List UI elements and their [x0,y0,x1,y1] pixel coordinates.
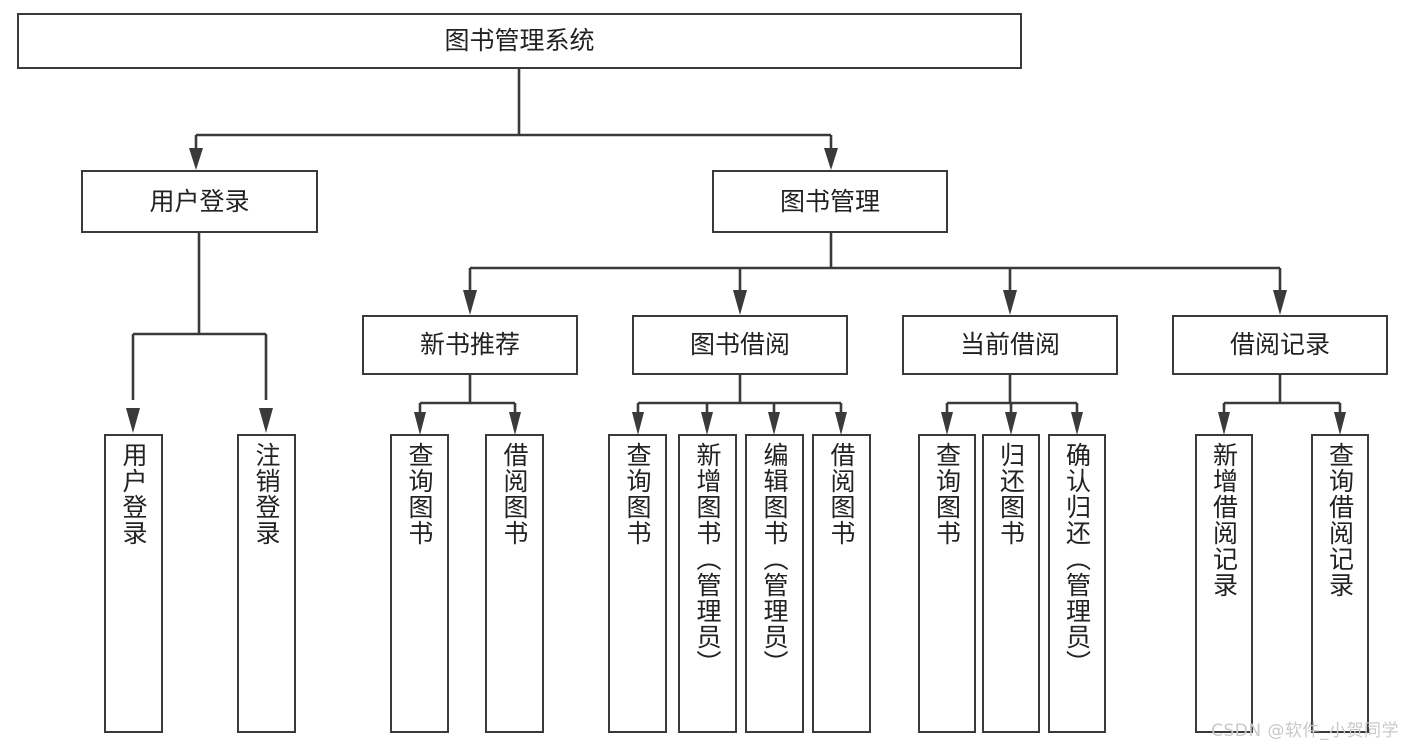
node-book-management[interactable]: 图书管理 [712,170,948,233]
leaf-current-borrow-confirm[interactable]: 确认归还（管理员） [1048,434,1106,733]
leaf-borrow-book-edit[interactable]: 编辑图书（管理员） [745,434,804,733]
leaf-current-borrow-query-label: 查询图书 [932,442,962,546]
leaf-new-book-borrow[interactable]: 借阅图书 [485,434,544,733]
leaf-borrow-record-query[interactable]: 查询借阅记录 [1311,434,1369,733]
leaf-new-book-query-label: 查询图书 [405,442,434,546]
leaf-borrow-book-edit-label: 编辑图书（管理员） [760,442,789,676]
node-user-login[interactable]: 用户登录 [81,170,318,233]
node-borrow-record[interactable]: 借阅记录 [1172,315,1388,375]
leaf-current-borrow-return[interactable]: 归还图书 [982,434,1040,733]
leaf-new-book-borrow-label: 借阅图书 [500,442,529,546]
leaf-current-borrow-confirm-label: 确认归还（管理员） [1062,442,1092,676]
leaf-user-login-login-label: 用户登录 [119,442,148,546]
leaf-current-borrow-return-label: 归还图书 [996,442,1026,546]
leaf-borrow-record-add-label: 新增借阅记录 [1209,442,1239,598]
leaf-user-login-login[interactable]: 用户登录 [104,434,163,733]
leaf-borrow-book-add-label: 新增图书（管理员） [693,442,722,676]
leaf-borrow-record-add[interactable]: 新增借阅记录 [1195,434,1253,733]
leaf-borrow-book-query[interactable]: 查询图书 [608,434,667,733]
leaf-user-login-logout-label: 注销登录 [252,442,281,546]
node-new-book-recommend[interactable]: 新书推荐 [362,315,578,375]
node-user-login-label: 用户登录 [149,186,250,216]
leaf-new-book-query[interactable]: 查询图书 [390,434,449,733]
leaf-borrow-record-query-label: 查询借阅记录 [1325,442,1355,598]
leaf-current-borrow-query[interactable]: 查询图书 [918,434,976,733]
node-new-book-recommend-label: 新书推荐 [419,330,520,360]
node-root-label: 图书管理系统 [444,26,595,56]
node-book-borrow[interactable]: 图书借阅 [632,315,848,375]
node-current-borrow[interactable]: 当前借阅 [902,315,1118,375]
node-current-borrow-label: 当前借阅 [959,330,1060,360]
node-borrow-record-label: 借阅记录 [1229,330,1330,360]
leaf-borrow-book-add[interactable]: 新增图书（管理员） [678,434,737,733]
leaf-borrow-book-borrow[interactable]: 借阅图书 [812,434,871,733]
arrowheads [126,148,1346,435]
node-root[interactable]: 图书管理系统 [17,13,1022,69]
leaf-borrow-book-query-label: 查询图书 [623,442,652,546]
leaf-borrow-book-borrow-label: 借阅图书 [827,442,856,546]
leaf-user-login-logout[interactable]: 注销登录 [237,434,296,733]
node-book-management-label: 图书管理 [779,186,880,216]
node-book-borrow-label: 图书借阅 [689,330,790,360]
